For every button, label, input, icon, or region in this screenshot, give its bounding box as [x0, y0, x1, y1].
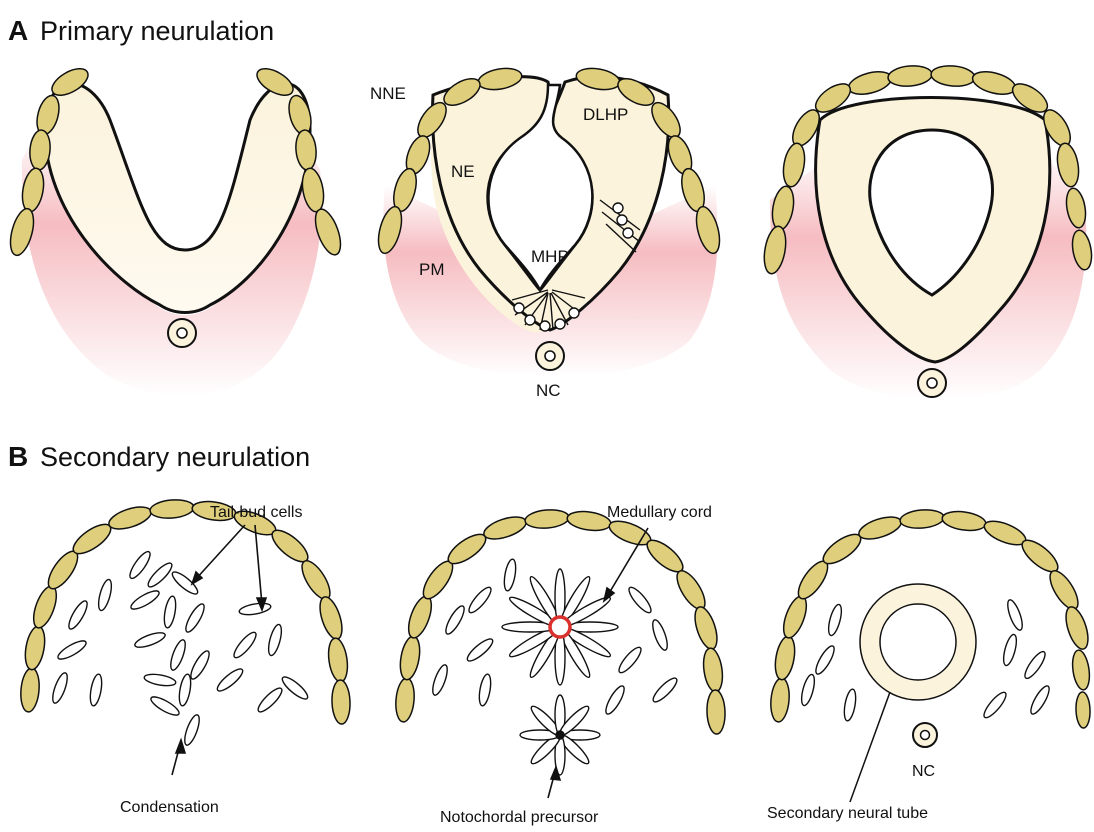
notochord [918, 369, 946, 397]
label-condensation: Condensation [120, 799, 219, 816]
label-nc-b: NC [912, 763, 935, 780]
panel-b-heading: B Secondary neurulation [8, 441, 310, 472]
notochordal-rosette [520, 695, 600, 775]
label-notochordal-precursor: Notochordal precursor [440, 809, 599, 826]
label-secondary-neural-tube: Secondary neural tube [767, 805, 928, 822]
panel-a-title: Primary neurulation [40, 16, 274, 46]
notochord [913, 723, 937, 747]
label-tail-bud-cells: Tail-bud cells [210, 504, 302, 521]
medullary-rosette [502, 569, 618, 685]
label-dlhp: DLHP [583, 105, 628, 124]
secondary-neural-tube [860, 584, 976, 700]
secondary-tube-pointer [850, 692, 890, 802]
label-medullary-cord: Medullary cord [607, 504, 712, 521]
label-nc-a: NC [536, 381, 561, 400]
panel-b-title: Secondary neurulation [40, 442, 310, 472]
label-pm: PM [419, 260, 445, 279]
stage-secondary-tube: NC Secondary neural tube [767, 508, 1092, 822]
label-nne: NNE [370, 84, 406, 103]
stage-neural-groove [6, 63, 345, 396]
panel-a-heading: A Primary neurulation [8, 15, 274, 46]
stage-condensation: Tail-bud cells Condensation [19, 498, 351, 816]
stage-medullary-cord: Medullary cord Notochordal precursor [394, 504, 726, 826]
panel-b-letter: B [8, 441, 28, 472]
notochord [536, 342, 564, 370]
stage-closed-tube [761, 64, 1094, 400]
stage-neural-folds: NNE DLHP NE MHP PM NC [370, 65, 724, 400]
notochord [168, 319, 196, 347]
label-mhp: MHP [531, 247, 569, 266]
panel-a-letter: A [8, 15, 28, 46]
tail-bud-cell-group-1 [50, 549, 311, 747]
label-ne: NE [451, 162, 475, 181]
